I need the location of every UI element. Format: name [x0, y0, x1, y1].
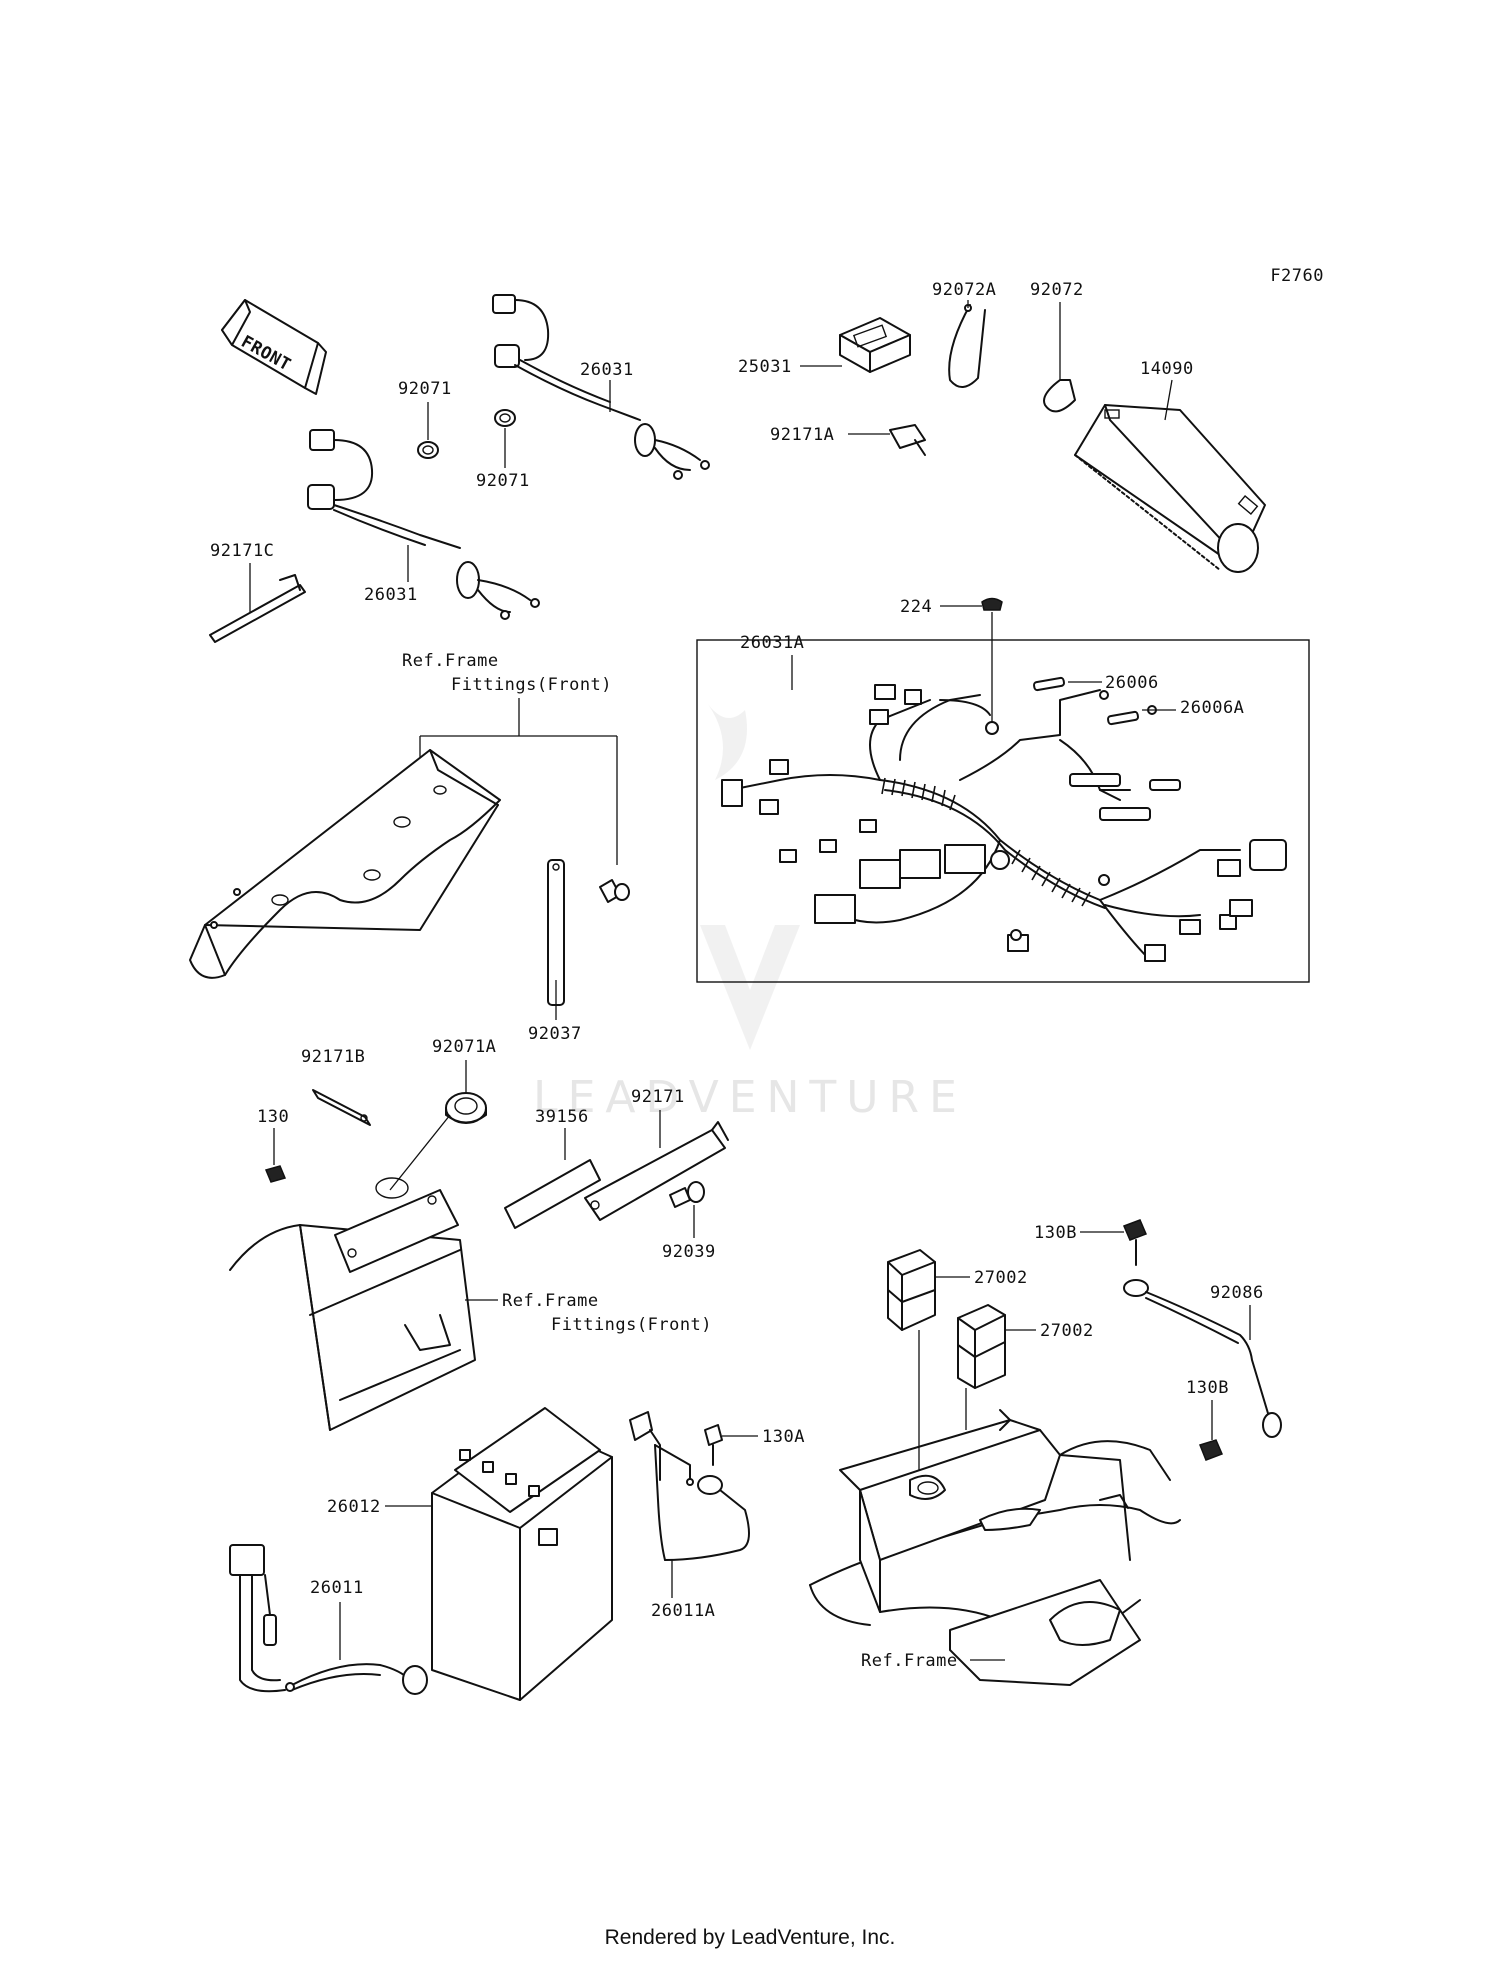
bracket-92171 — [584, 1121, 729, 1221]
callout-130B-bottom: 130B — [1186, 1378, 1229, 1398]
callout-14090: 14090 — [1140, 359, 1194, 379]
front-arrow-icon: FRONT — [221, 299, 327, 395]
bolt-130 — [264, 1165, 287, 1183]
clamp-92171C — [209, 574, 306, 643]
callout-92171B: 92171B — [301, 1047, 365, 1067]
callout-224: 224 — [900, 597, 932, 617]
main-harness-26031A — [721, 684, 1287, 962]
ref-frame-label-3: Ref.Frame — [861, 1651, 958, 1671]
cable-26011A — [629, 1411, 750, 1561]
callout-26031A: 26031A — [740, 633, 804, 653]
relay-27002-a — [887, 1249, 936, 1331]
ref-frame-label-1b: Fittings(Front) — [451, 675, 612, 695]
callout-27002-a: 27002 — [974, 1268, 1028, 1288]
harness-26031-left — [307, 429, 540, 620]
callout-92072: 92072 — [1030, 280, 1084, 300]
frame-rear — [809, 1409, 1181, 1686]
callout-92037: 92037 — [528, 1024, 582, 1044]
callout-92171C: 92171C — [210, 541, 274, 561]
cable-tie-92072A — [948, 304, 986, 388]
callout-27002-b: 27002 — [1040, 1321, 1094, 1341]
fuse-26006A — [1107, 710, 1139, 726]
clip-rivet — [599, 879, 630, 903]
grommet-92071-a — [417, 441, 439, 459]
bolt-130B-top — [1123, 1219, 1147, 1266]
bolt-130B-bottom — [1199, 1439, 1223, 1461]
cable-92086 — [1123, 1279, 1282, 1438]
grommet-92071-b — [494, 409, 516, 427]
harness-26031-top — [492, 294, 710, 480]
screw-224 — [981, 597, 1003, 611]
ref-frame-label-2a: Ref.Frame — [502, 1291, 599, 1311]
battery-26012 — [431, 1407, 613, 1701]
cover-14090 — [1074, 404, 1266, 573]
frame-fittings-front — [189, 749, 501, 979]
callout-39156: 39156 — [535, 1107, 589, 1127]
watermark-logo — [700, 700, 800, 1050]
callout-92071-a: 92071 — [398, 379, 452, 399]
clamp-92171A — [889, 424, 926, 456]
strap-92171B — [312, 1089, 371, 1126]
callout-130: 130 — [257, 1107, 289, 1127]
ref-frame-label-2b: Fittings(Front) — [551, 1315, 712, 1335]
callout-92071-b: 92071 — [476, 471, 530, 491]
relay-27002-b — [957, 1304, 1006, 1389]
callout-26011: 26011 — [310, 1578, 364, 1598]
callout-26012: 26012 — [327, 1497, 381, 1517]
bolt-130A — [704, 1424, 723, 1466]
callout-92071A: 92071A — [432, 1037, 496, 1057]
frame-fittings-lower — [229, 1177, 476, 1431]
cable-tie-92072 — [1043, 379, 1076, 413]
callout-25031: 25031 — [738, 357, 792, 377]
callout-26011A: 26011A — [651, 1601, 715, 1621]
callout-92039: 92039 — [662, 1242, 716, 1262]
component-25031 — [839, 317, 911, 373]
harness-box-26031A — [696, 639, 1310, 983]
callout-130A: 130A — [762, 1427, 805, 1447]
watermark-text: LEADVENTURE — [533, 1072, 967, 1123]
cable-26011 — [229, 1544, 428, 1695]
callout-92171: 92171 — [631, 1087, 685, 1107]
figure-code: F2760 — [1270, 266, 1324, 286]
clip-92039 — [669, 1181, 705, 1208]
fuse-26006 — [1033, 676, 1065, 692]
callout-130B-top: 130B — [1034, 1223, 1077, 1243]
callout-26006A: 26006A — [1180, 698, 1244, 718]
callout-26006: 26006 — [1105, 673, 1159, 693]
callout-92086: 92086 — [1210, 1283, 1264, 1303]
callout-26031-top: 26031 — [580, 360, 634, 380]
footer-credit: Rendered by LeadVenture, Inc. — [604, 1926, 896, 1949]
grommet-92071A — [445, 1092, 487, 1124]
pad-39156 — [504, 1159, 601, 1229]
ref-frame-label-1a: Ref.Frame — [402, 651, 499, 671]
callout-92072A: 92072A — [932, 280, 996, 300]
callout-26031-left: 26031 — [364, 585, 418, 605]
callout-92171A: 92171A — [770, 425, 834, 445]
